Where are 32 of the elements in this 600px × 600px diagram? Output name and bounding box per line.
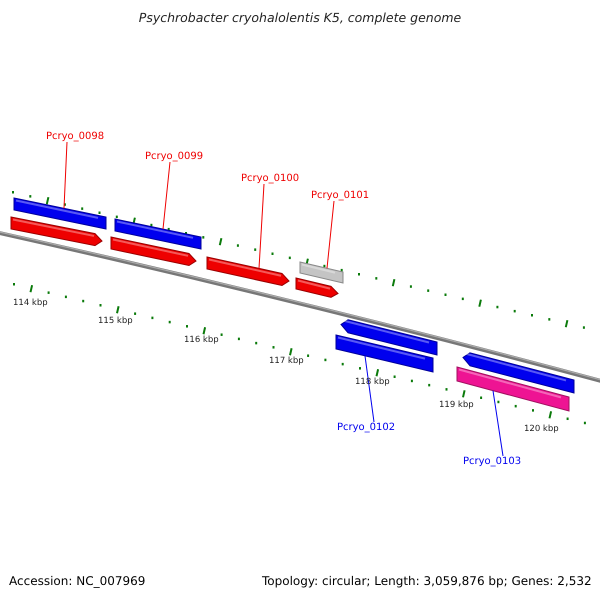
gene-label: Pcryo_0098 xyxy=(46,131,104,142)
scale-label: 119 kbp xyxy=(439,401,474,410)
leader-line xyxy=(162,162,170,230)
leader-line xyxy=(364,355,374,422)
gene-bar xyxy=(456,366,570,412)
pointed-gene-block xyxy=(110,236,197,266)
pointed-gene-block xyxy=(10,216,103,246)
leader-line xyxy=(492,390,504,456)
gene-label: Pcryo_0099 xyxy=(144,151,204,162)
diagram-title: Psychrobacter cryohalolentis K5, complete genome xyxy=(138,11,462,25)
leader-line xyxy=(258,184,264,269)
gene-bar xyxy=(336,334,434,373)
gene-label: Pcryo_0101 xyxy=(310,190,370,201)
pointed-gene-block xyxy=(206,256,290,286)
scale-label: 114 kbp xyxy=(13,299,48,308)
scale-label: 115 kbp xyxy=(98,317,133,326)
gene-label: Pcryo_0102 xyxy=(336,422,396,433)
gene-label: Pcryo_0100 xyxy=(240,173,300,184)
leader-line xyxy=(64,142,68,209)
pointed-gene-block xyxy=(296,277,339,298)
gene-bar xyxy=(14,197,106,230)
pointed-gene-block xyxy=(340,319,438,356)
scale-label: 117 kbp xyxy=(269,357,304,366)
footer-text: Topology: circular; Length: 3,059,876 bp; Genes: 2,532 xyxy=(262,575,592,588)
scale-label: 120 kbp xyxy=(524,425,559,434)
pointed-gene-block xyxy=(462,352,574,394)
leader-line xyxy=(326,200,334,269)
gene-label: Pcryo_0103 xyxy=(462,456,522,467)
scale-label: 116 kbp xyxy=(184,336,219,346)
gene-bar xyxy=(300,261,344,284)
gene-bar xyxy=(114,218,202,250)
footer-text: Accession: NC_007969 xyxy=(9,575,146,588)
